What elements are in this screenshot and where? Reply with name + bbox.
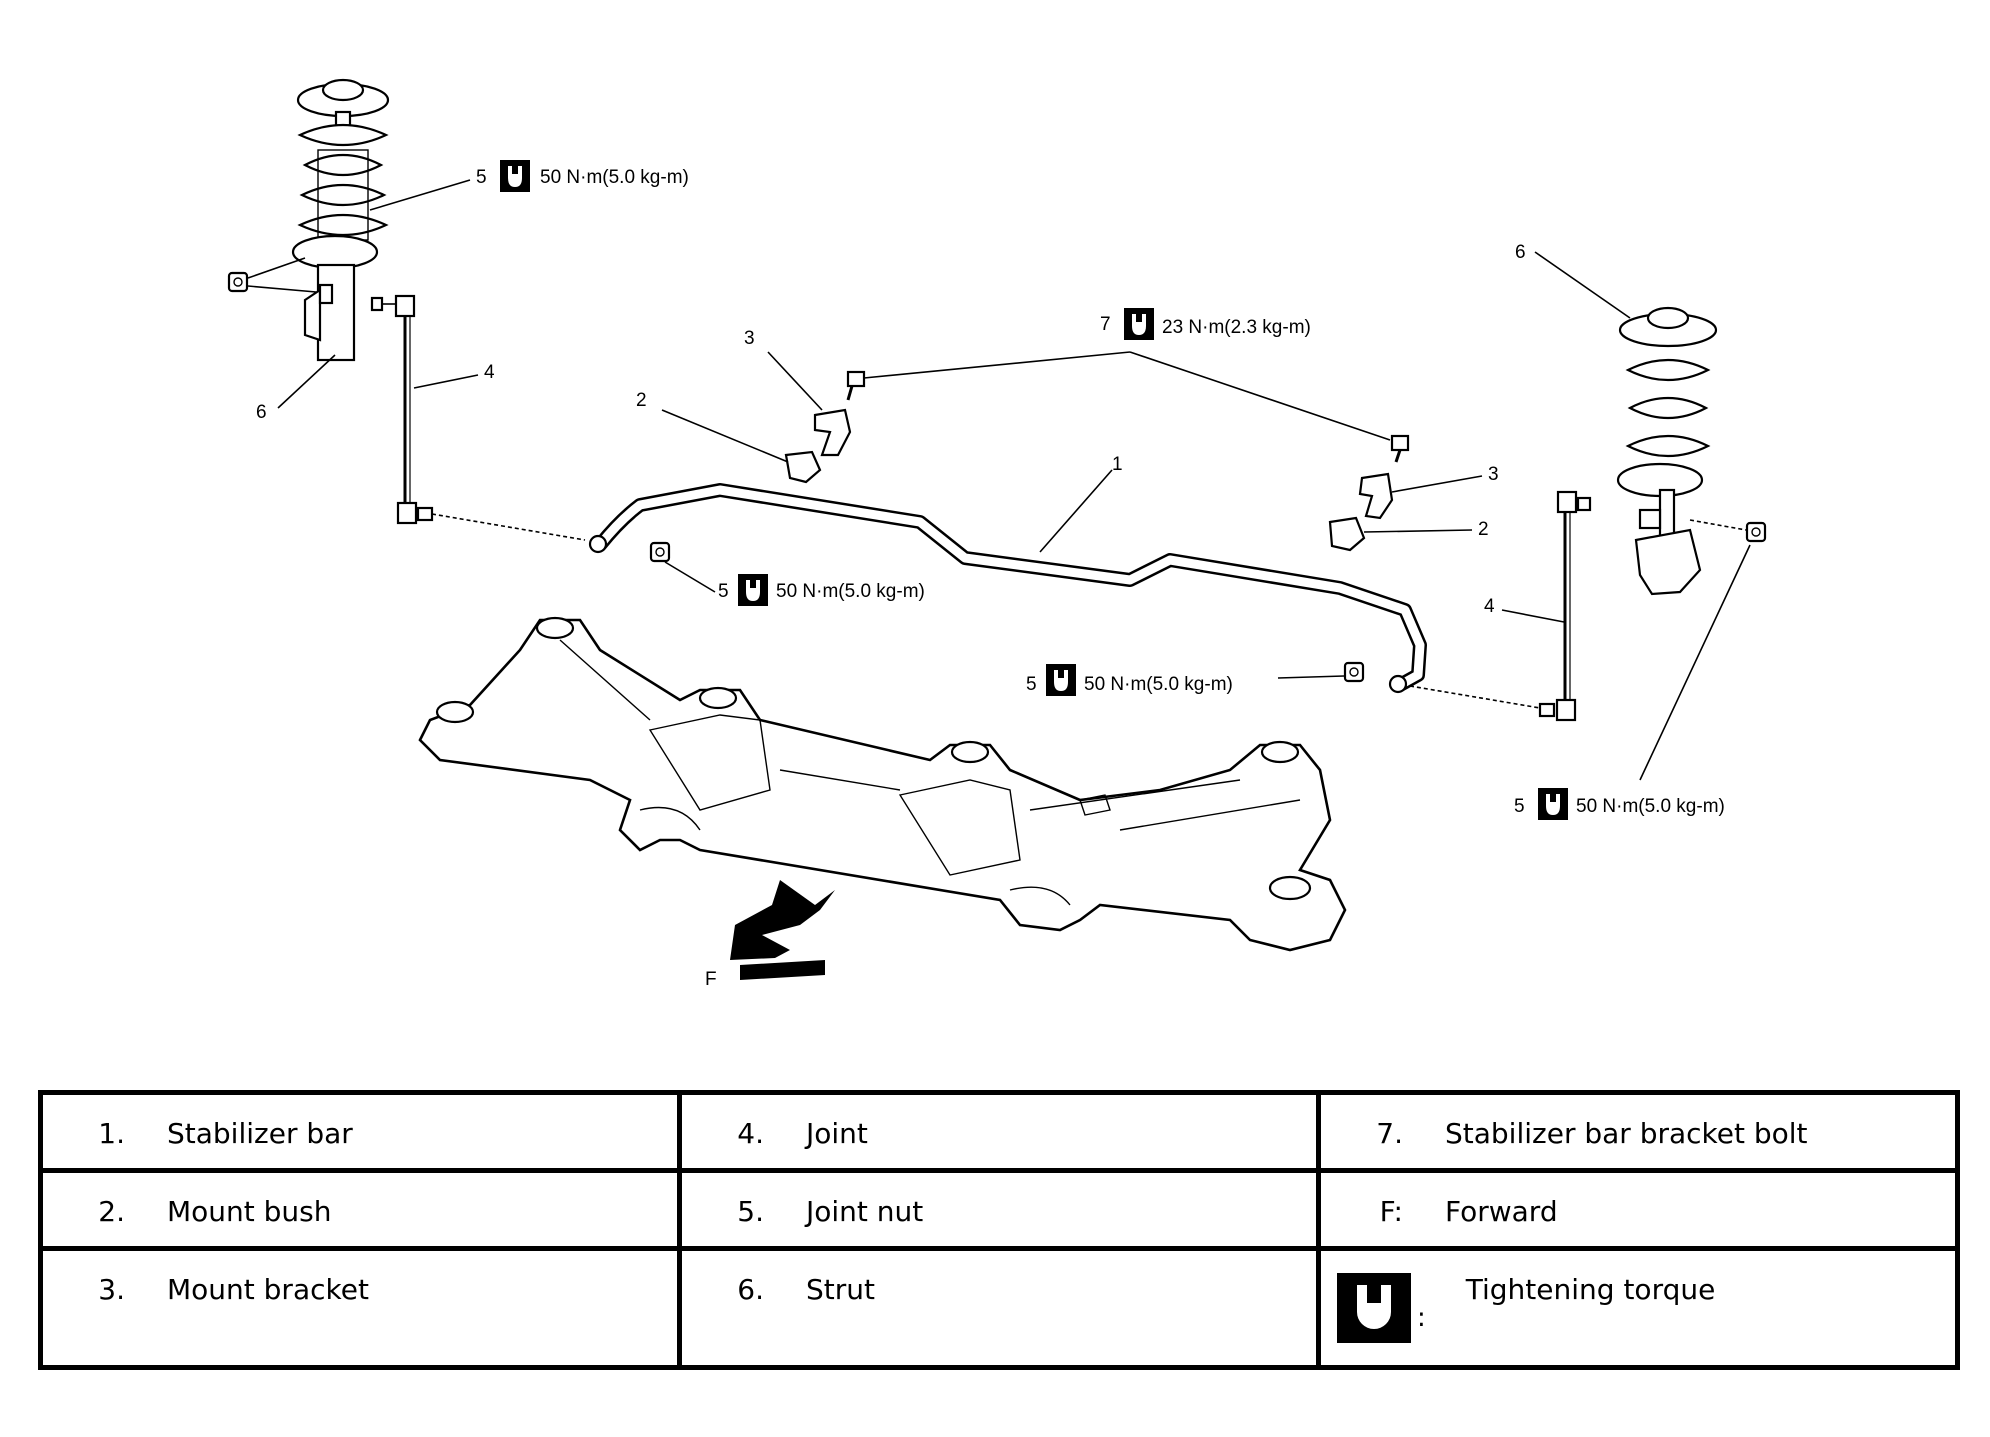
legend-cell: 3. Mount bracket: [38, 1246, 682, 1370]
torque-wrench-icon: [1046, 664, 1076, 696]
legend-key: 2.: [98, 1195, 125, 1229]
legend-text: Strut: [806, 1273, 875, 1307]
legend-text: Mount bracket: [167, 1273, 369, 1307]
right-mount-bracket-number: 3: [1488, 464, 1499, 485]
left-joint: [370, 294, 434, 525]
legend-key: 4.: [737, 1117, 764, 1150]
right-joint-number: 4: [1484, 596, 1495, 617]
right-mount-bracket: [1358, 472, 1394, 520]
torque-wrench-icon: [1337, 1273, 1411, 1344]
legend-cell: 7. Stabilizer bar bracket bolt: [1316, 1089, 1960, 1174]
legend-cell: 6. Strut: [677, 1246, 1321, 1370]
legend-text: Stabilizer bar: [167, 1117, 353, 1150]
right-lower-nut-torque: 50 N·m(5.0 kg-m): [1576, 796, 1725, 817]
left-mount-bracket-number: 3: [744, 328, 755, 349]
suspension-exploded-diagram: 5 50 N·m(5.0 kg-m) 6 4 1 3 2 7 23 N·: [227, 78, 1767, 990]
legend-row: 1. Stabilizer bar 4. Joint 7. Stabilizer ba…: [38, 1089, 1960, 1174]
left-bracket-bolt: [846, 370, 866, 401]
right-joint-nut-number: 5: [1026, 674, 1037, 695]
left-mount-bush-number: 2: [636, 390, 647, 411]
suspension-member: [418, 616, 1347, 952]
torque-wrench-icon: [1538, 788, 1568, 820]
legend-text: Joint: [806, 1117, 868, 1150]
torque-wrench-icon: [738, 574, 768, 606]
right-joint-nut-torque: 50 N·m(5.0 kg-m): [1084, 674, 1233, 695]
legend-key: 7.: [1376, 1117, 1403, 1150]
legend-key: F:: [1379, 1195, 1403, 1229]
forward-label: F: [705, 969, 717, 990]
right-bracket-bolt: [1390, 434, 1410, 463]
bolt-number: 7: [1100, 314, 1111, 335]
legend-text: Mount bush: [167, 1195, 332, 1229]
left-top-nut-torque: 50 N·m(5.0 kg-m): [540, 167, 689, 188]
legend-key: 5.: [737, 1195, 764, 1229]
right-mount-bush: [1328, 516, 1366, 552]
stabilizer-bar-number: 1: [1112, 454, 1123, 475]
legend-cell: : Tightening torque: [1316, 1246, 1960, 1370]
legend-cell: F: Forward: [1316, 1168, 1960, 1252]
torque-wrench-icon: [1124, 308, 1154, 340]
left-strut-number: 6: [256, 402, 267, 423]
parts-legend-table: 1. Stabilizer bar 4. Joint 7. Stabilizer ba…: [38, 1089, 1960, 1370]
left-joint-number: 4: [484, 362, 495, 383]
forward-arrow-icon: [730, 880, 835, 980]
legend-cell: 2. Mount bush: [38, 1168, 682, 1252]
right-mount-bush-number: 2: [1478, 519, 1489, 540]
legend-text: Tightening torque: [1465, 1273, 1716, 1307]
right-joint-nut: [1343, 661, 1365, 683]
left-mount-bracket: [813, 408, 852, 457]
right-strut-number: 6: [1515, 242, 1526, 263]
legend-text: Forward: [1445, 1195, 1558, 1229]
legend-row: 2. Mount bush 5. Joint nut F: Forward: [38, 1168, 1960, 1252]
left-joint-nut: [649, 541, 671, 563]
left-strut: [291, 78, 390, 362]
stabilizer-bar: [588, 483, 1427, 694]
legend-text: Stabilizer bar bracket bolt: [1445, 1117, 1808, 1150]
right-strut-nut: [1745, 521, 1767, 543]
legend-row: 3. Mount bracket 6. Strut : Tightening tor…: [38, 1246, 1960, 1370]
legend-text: Joint nut: [806, 1195, 924, 1229]
legend-key: 6.: [737, 1273, 764, 1307]
legend-cell: 5. Joint nut: [677, 1168, 1321, 1252]
left-joint-nut-number: 5: [718, 581, 729, 602]
left-mount-bush: [784, 450, 822, 484]
legend-key: 1.: [98, 1117, 125, 1150]
bolt-torque: 23 N·m(2.3 kg-m): [1162, 317, 1311, 338]
right-lower-nut-number: 5: [1514, 796, 1525, 817]
right-joint: [1538, 490, 1592, 722]
torque-wrench-icon: [500, 160, 530, 192]
legend-cell: 4. Joint: [677, 1089, 1321, 1174]
legend-key: :: [1417, 1303, 1426, 1334]
legend-cell: 1. Stabilizer bar: [38, 1089, 682, 1174]
legend-key: 3.: [98, 1273, 125, 1307]
left-strut-nut: [227, 271, 249, 293]
left-joint-nut-torque: 50 N·m(5.0 kg-m): [776, 581, 925, 602]
left-top-nut-number: 5: [476, 167, 487, 188]
right-strut: [1616, 306, 1718, 596]
